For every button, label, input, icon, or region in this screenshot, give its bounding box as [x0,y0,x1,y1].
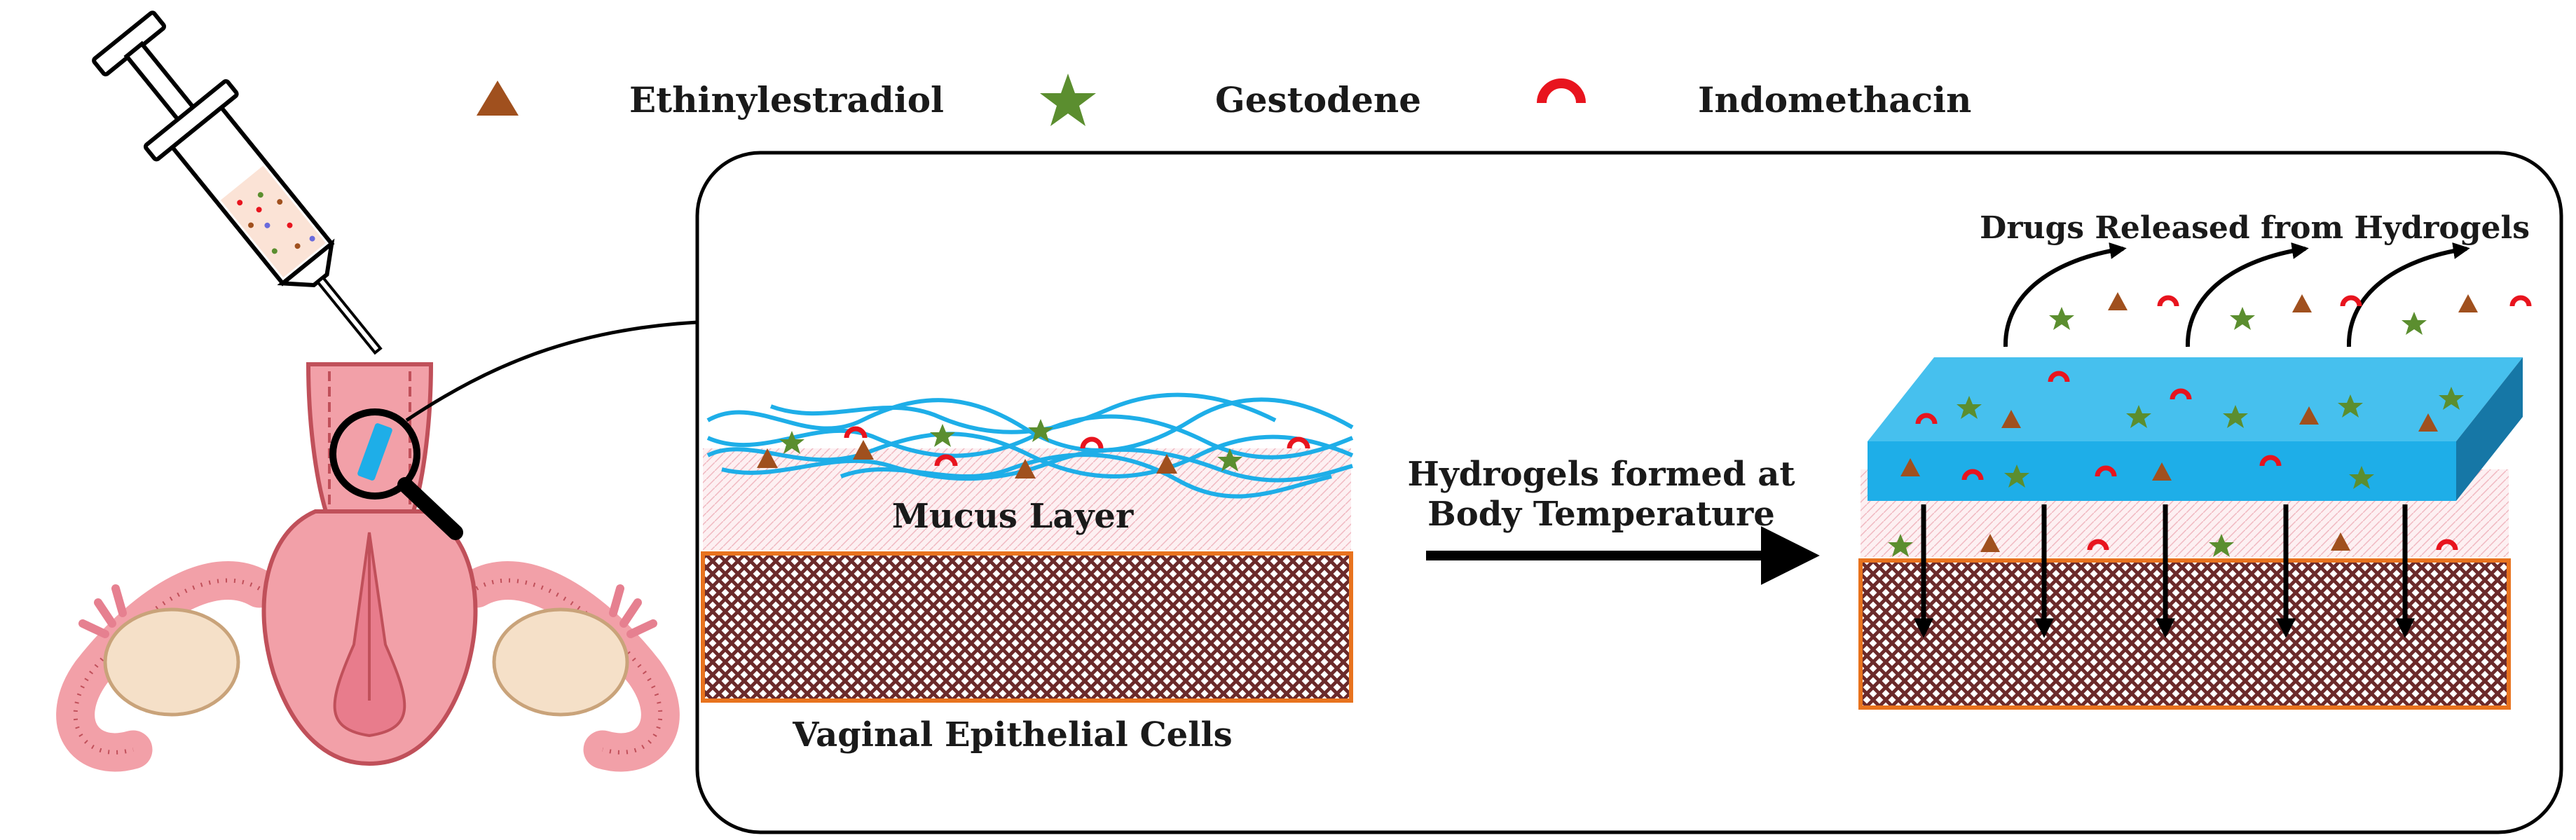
arrow-label-line2: Body Temperature [1427,495,1775,534]
released-drugs [2049,292,2532,335]
ovary-left [103,607,240,717]
legend-item-gestodene: Gestodene [1040,74,1421,126]
epithelial-layer-after [1858,558,2511,710]
mucus-layer-label: Mucus Layer [892,497,1134,536]
release-arrows [2003,242,2470,347]
epithelial-layer [701,551,1353,703]
epithelial-cells-label: Vaginal Epithelial Cells [792,715,1232,755]
arc-icon [1537,78,1586,104]
released-drugs-label: Drugs Released from Hydrogels [1980,210,2530,246]
legend: Ethinylestradiol Gestodene Indomethacin [477,74,1971,126]
transition-arrow: Hydrogels formed at Body Temperature [1407,455,1820,585]
hydrogel-drugs [1900,371,2464,489]
legend-item-ethinylestradiol: Ethinylestradiol [477,79,944,121]
legend-label-ethinylestradiol: Ethinylestradiol [629,79,944,121]
magnifier-icon [329,408,463,540]
fiber-drugs [757,419,1310,478]
uterus-illustration [56,320,698,772]
tissue-after: Drugs Released from Hydrogels [1858,210,2532,710]
arrow-label-line1: Hydrogels formed at [1407,455,1795,494]
star-icon [1040,74,1096,126]
legend-label-gestodene: Gestodene [1215,79,1421,121]
syringe-drug-dots [237,192,315,254]
legend-label-indomethacin: Indomethacin [1698,79,1971,121]
triangle-icon [477,81,519,116]
mucus-drugs [1888,532,2458,557]
ovary-right [492,607,629,717]
polymer-fibers [706,392,1354,499]
penetration-arrows [1914,504,2415,638]
legend-item-indomethacin: Indomethacin [1537,78,1971,121]
syringe-illustration [92,11,383,355]
tissue-before: Mucus Layer Vaginal Epithelial Cells [701,392,1354,755]
